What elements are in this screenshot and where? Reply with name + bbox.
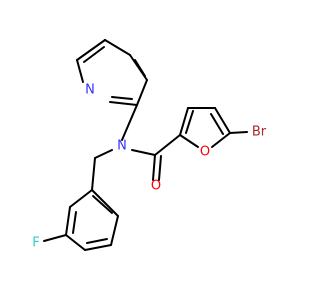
bond	[211, 132, 231, 148]
bond	[94, 149, 113, 159]
bond	[104, 39, 131, 56]
bond	[214, 107, 231, 134]
bond	[134, 59, 146, 77]
bond	[43, 234, 67, 242]
bond	[185, 110, 194, 134]
bond	[83, 46, 105, 63]
bond	[91, 189, 119, 217]
bond-lines	[43, 39, 248, 251]
atom-label-furan-o: O	[200, 145, 210, 160]
bond	[136, 79, 148, 106]
bond	[179, 107, 189, 136]
bond	[84, 244, 112, 251]
bond	[92, 195, 113, 214]
bond	[91, 157, 96, 191]
atom-labels: N N O O Br F	[32, 83, 267, 251]
bond	[210, 113, 224, 135]
bond	[121, 104, 138, 141]
bond	[229, 131, 248, 134]
molecule-diagram: N N O O Br F	[32, 39, 267, 251]
atom-label-pyridine-n: N	[85, 83, 95, 98]
bond	[65, 234, 86, 251]
bond	[76, 39, 106, 61]
bond	[76, 59, 84, 83]
atom-label-amide-n: N	[117, 139, 127, 154]
bond	[111, 96, 133, 100]
bond	[110, 215, 119, 246]
bond	[152, 154, 156, 181]
bond	[72, 211, 77, 234]
atom-label-bromine: Br	[252, 125, 267, 140]
bond	[154, 134, 181, 156]
bond	[86, 238, 108, 244]
bond	[179, 134, 199, 148]
bond	[69, 189, 93, 208]
bond	[109, 101, 138, 106]
atom-label-fluorine: F	[32, 236, 39, 251]
bond	[131, 149, 156, 156]
bond	[158, 155, 162, 181]
atom-label-carbonyl-o: O	[151, 179, 161, 194]
bond	[65, 206, 71, 236]
